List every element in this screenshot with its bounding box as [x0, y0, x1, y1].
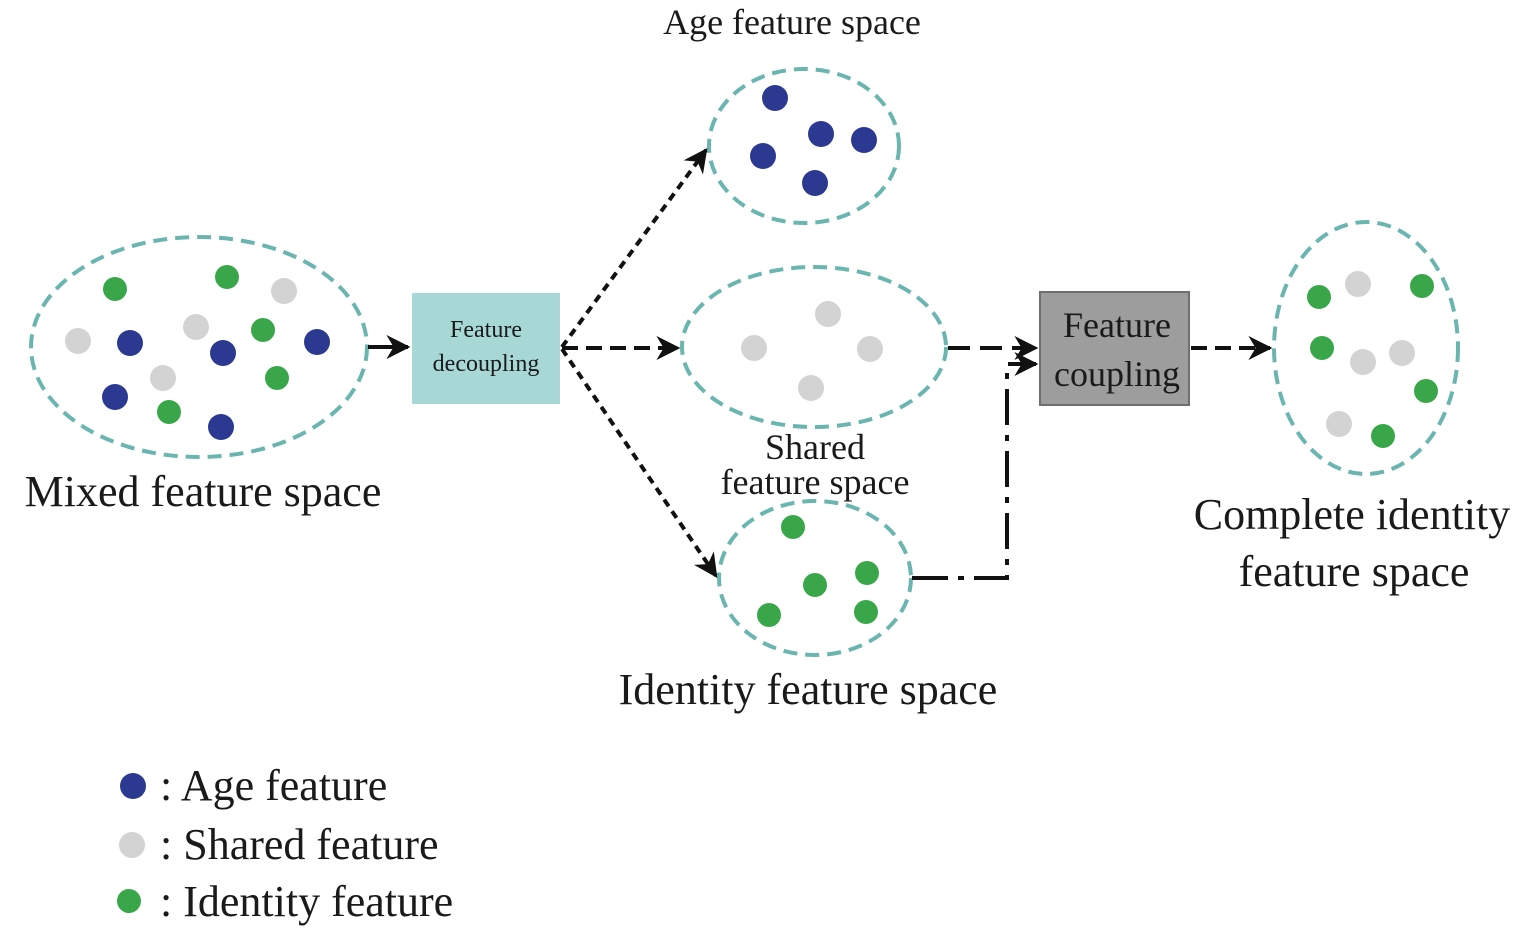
- shared-dot: [1350, 349, 1376, 375]
- legend-shared-label: : Shared feature: [160, 820, 439, 869]
- identity-dot: [1371, 424, 1395, 448]
- legend-identity-dot: [117, 889, 141, 913]
- feature-coupling-label-line1: Feature: [1063, 305, 1171, 345]
- shared-space-ellipse: [680, 265, 948, 429]
- feature-decoupling-label-line2: decoupling: [433, 351, 540, 377]
- identity-space-ellipse: [717, 499, 913, 657]
- legend-identity-label: : Identity feature: [160, 877, 453, 926]
- age-dot: [808, 121, 834, 147]
- legend-shared-dot: [119, 832, 145, 858]
- identity-dot: [1307, 285, 1331, 309]
- arrow-identity-to-coupling: [912, 352, 1039, 580]
- legend-age-label: : Age feature: [160, 761, 387, 810]
- shared-dot: [815, 301, 841, 327]
- complete-space-dots: [1307, 271, 1438, 448]
- shared-dot: [798, 375, 824, 401]
- feature-decoupling-label-line1: Feature: [450, 317, 522, 343]
- identity-dot: [803, 573, 827, 597]
- age-dot: [210, 340, 236, 366]
- identity-dot: [757, 603, 781, 627]
- complete-space-label-line1: Complete identity: [1194, 490, 1511, 539]
- identity-dot: [1414, 379, 1438, 403]
- age-dot: [304, 329, 330, 355]
- age-dot: [750, 143, 776, 169]
- age-space-dots: [750, 85, 877, 196]
- identity-dot: [1410, 274, 1434, 298]
- identity-dot: [103, 277, 127, 301]
- age-dot: [117, 330, 143, 356]
- age-dot: [802, 170, 828, 196]
- shared-dot: [183, 314, 209, 340]
- legend: : Age feature : Shared feature : Identit…: [117, 761, 453, 926]
- age-dot: [102, 384, 128, 410]
- identity-dot: [215, 265, 239, 289]
- mixed-space-label: Mixed feature space: [25, 467, 382, 516]
- identity-space-label: Identity feature space: [619, 665, 998, 714]
- legend-age-dot: [120, 773, 146, 799]
- identity-dot: [1310, 336, 1334, 360]
- shared-dot: [741, 335, 767, 361]
- shared-dot: [1326, 411, 1352, 437]
- feature-coupling-box: [1039, 291, 1190, 406]
- identity-dot: [781, 515, 805, 539]
- shared-space-label-line2: feature space: [721, 462, 910, 502]
- shared-dot: [857, 336, 883, 362]
- mixed-space-dots: [65, 265, 330, 440]
- shared-dot: [65, 328, 91, 354]
- identity-dot: [854, 600, 878, 624]
- shared-dot: [271, 278, 297, 304]
- age-dot: [851, 127, 877, 153]
- identity-dot: [855, 561, 879, 585]
- age-space-ellipse: [707, 67, 901, 225]
- arrow-decoupling-to-identity: [560, 347, 718, 578]
- identity-dot: [265, 366, 289, 390]
- feature-decoupling-box: [412, 293, 560, 404]
- age-dot: [208, 414, 234, 440]
- complete-space-label-line2: feature space: [1239, 547, 1470, 596]
- arrow-decoupling-to-age: [560, 148, 708, 349]
- shared-dot: [1389, 340, 1415, 366]
- identity-space-dots: [757, 515, 879, 627]
- shared-space-dots: [741, 301, 883, 401]
- feature-coupling-label-line2: coupling: [1054, 354, 1180, 394]
- mixed-space-ellipse: [29, 235, 369, 459]
- identity-dot: [251, 318, 275, 342]
- shared-dot: [1345, 271, 1371, 297]
- shared-dot: [150, 365, 176, 391]
- complete-space-ellipse: [1272, 220, 1460, 476]
- identity-dot: [157, 400, 181, 424]
- age-dot: [762, 85, 788, 111]
- age-space-label: Age feature space: [663, 2, 921, 42]
- shared-space-label-line1: Shared: [765, 427, 865, 467]
